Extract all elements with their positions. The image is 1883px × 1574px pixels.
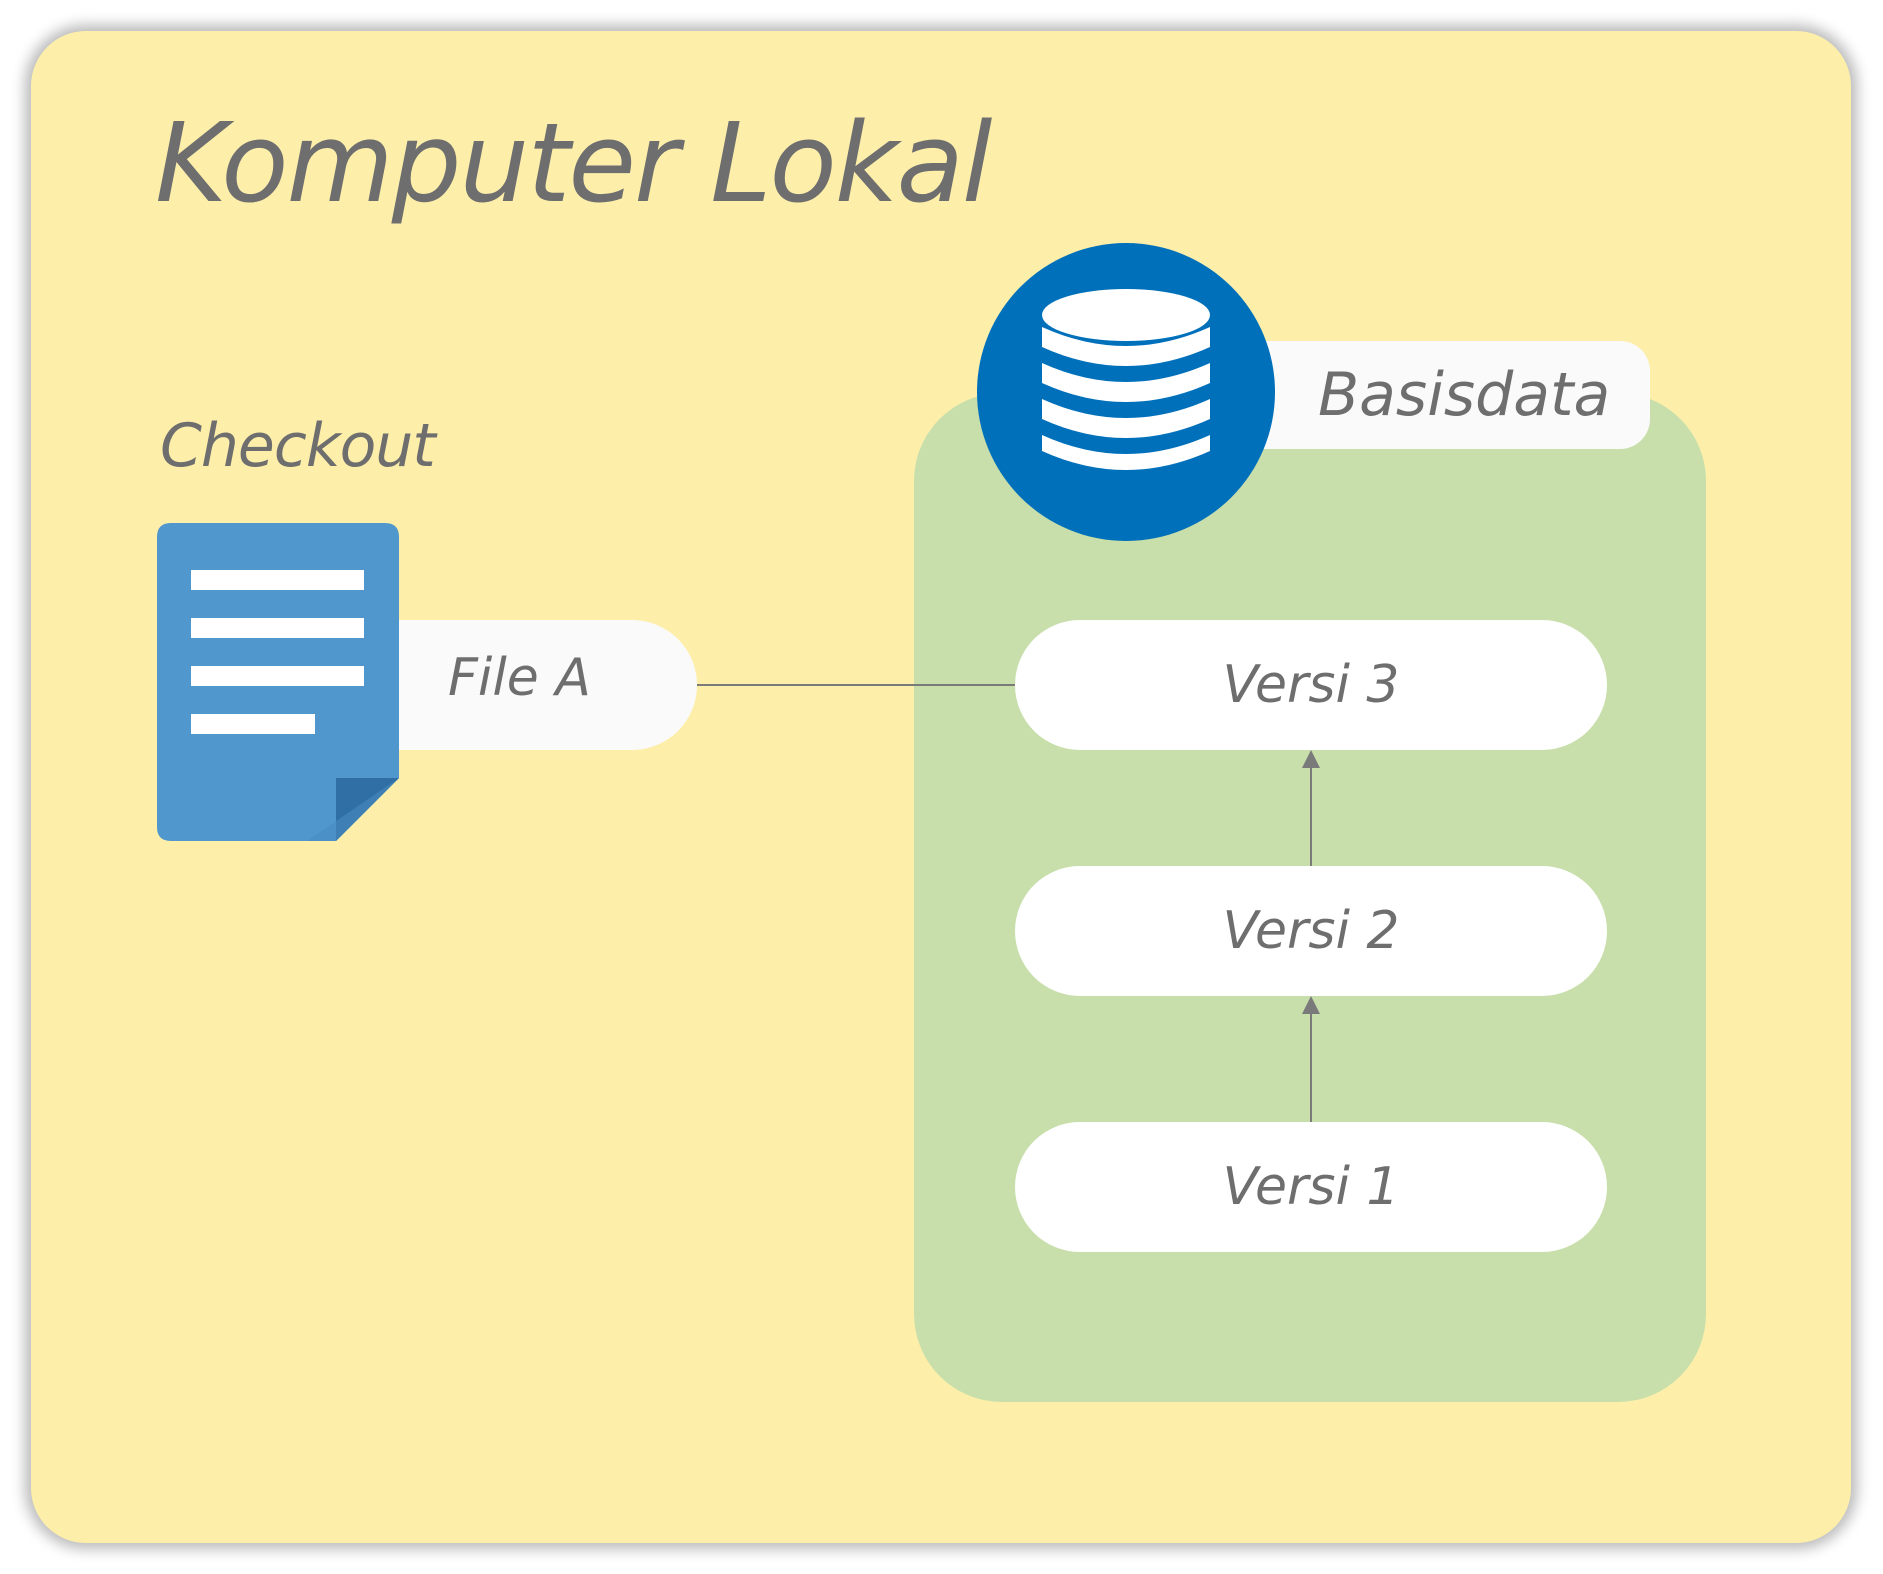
database-icon: [977, 243, 1275, 541]
version-3: Versi 3: [1015, 620, 1607, 750]
checkout-label: Checkout: [160, 411, 436, 481]
database-label: Basisdata: [1318, 360, 1611, 430]
file-a-label: File A: [448, 648, 591, 708]
diagram-title: Komputer Lokal: [155, 99, 992, 227]
version-1: Versi 1: [1015, 1122, 1607, 1252]
document-icon: [157, 523, 399, 841]
version-2: Versi 2: [1015, 866, 1607, 996]
